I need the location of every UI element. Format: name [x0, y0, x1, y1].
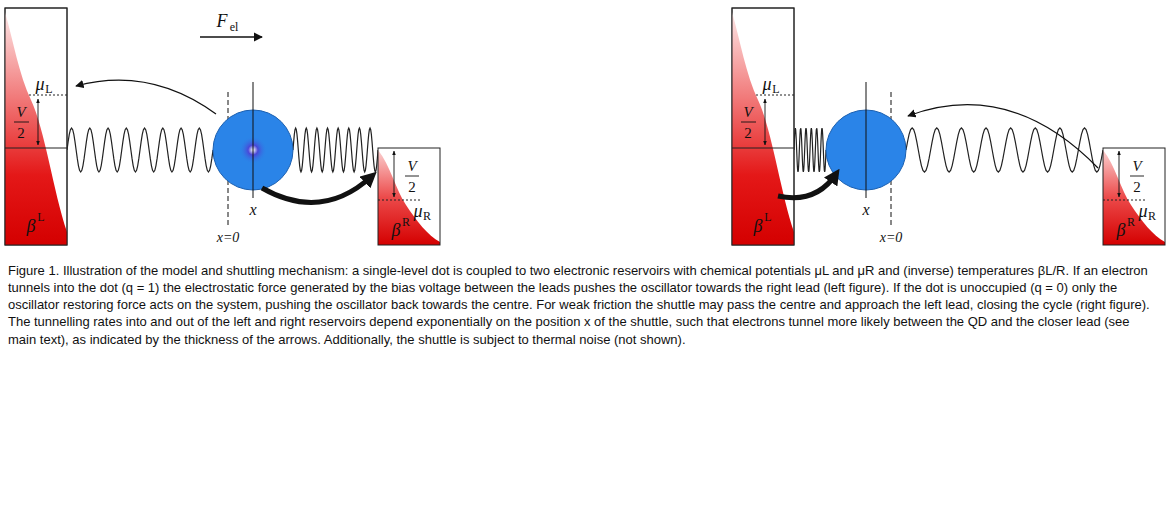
spring [794, 128, 826, 172]
spring [67, 128, 213, 172]
origin-label: x=0 [217, 231, 240, 245]
spring [906, 128, 1103, 172]
potential-symbol: μ [762, 75, 771, 93]
temperature-symbol: β [1117, 221, 1126, 239]
temperature-superscript: L [37, 211, 44, 223]
temperature-superscript: R [402, 216, 410, 228]
force-subscript: el [230, 21, 239, 33]
voltage-numerator: V [16, 105, 25, 120]
voltage-denominator: 2 [744, 126, 752, 141]
origin-label: x=0 [880, 231, 903, 245]
voltage-denominator: 2 [17, 126, 25, 141]
temperature-superscript: L [764, 211, 771, 223]
potential-subscript: R [423, 210, 431, 222]
voltage-denominator: 2 [408, 180, 416, 195]
position-label: x [862, 202, 869, 218]
temperature-symbol: β [754, 217, 763, 235]
potential-subscript: L [45, 83, 52, 95]
temperature-symbol: β [392, 221, 401, 239]
potential-symbol: μ [413, 202, 422, 220]
force-symbol: F [217, 12, 228, 30]
potential-subscript: L [772, 83, 779, 95]
figure-caption: Figure 1. Illustration of the model and … [8, 262, 1160, 348]
temperature-superscript: R [1127, 216, 1135, 228]
potential-symbol: μ [1138, 202, 1147, 220]
spring [293, 128, 378, 172]
temperature-symbol: β [27, 217, 36, 235]
potential-symbol: μ [35, 75, 44, 93]
voltage-numerator: V [407, 159, 416, 174]
voltage-numerator: V [743, 105, 752, 120]
position-label: x [249, 202, 256, 218]
voltage-numerator: V [1132, 159, 1141, 174]
voltage-denominator: 2 [1133, 180, 1141, 195]
potential-subscript: R [1148, 210, 1156, 222]
